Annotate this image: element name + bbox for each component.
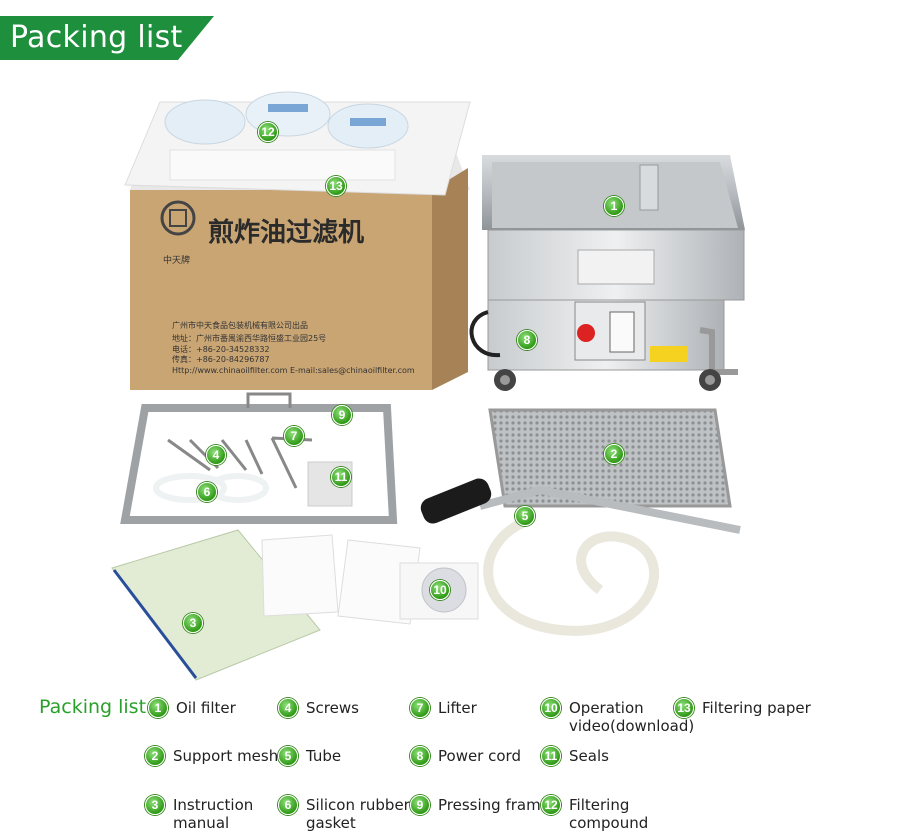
legend-label: Pressing frame: [438, 796, 550, 814]
legend-item: 4 Screws: [278, 698, 359, 718]
pressing-frame: [120, 392, 398, 524]
legend-number: 10: [541, 698, 561, 718]
box-web: Http://www.chinaoilfilter.com: [172, 366, 288, 375]
legend-number: 6: [278, 795, 298, 815]
legend-item: 9 Pressing frame: [410, 795, 550, 815]
legend-item: 10 Operation video(download): [541, 698, 695, 735]
legend-label: Silicon rubber gasket: [306, 796, 410, 832]
header-banner: Packing list: [0, 16, 214, 60]
badge-13: 13: [326, 176, 346, 196]
legend-label: Tube: [306, 747, 342, 765]
product-photo: 中天牌 煎炸油过滤机 广州市中天食品包装机械有限公司出品 地址：广州市番禺渝西华…: [111, 91, 745, 681]
carton-box: [124, 91, 471, 390]
box-brand: 中天牌: [163, 254, 190, 266]
legend-number: 2: [145, 746, 165, 766]
legend-number: 11: [541, 746, 561, 766]
badge-12: 12: [258, 122, 278, 142]
legend-item: 5 Tube: [278, 746, 342, 766]
badge-7: 7: [284, 426, 304, 446]
legend-item: 11 Seals: [541, 746, 609, 766]
legend-label: Operation video(download): [569, 699, 695, 735]
legend-number: 3: [145, 795, 165, 815]
legend-item: 12 Filtering compound: [541, 795, 649, 832]
legend-label: Lifter: [438, 699, 477, 717]
oil-filter-machine: [469, 155, 745, 391]
box-address: 地址：广州市番禺渝西华路恒盛工业园25号: [172, 333, 326, 343]
badge-10: 10: [430, 580, 450, 600]
legend-label: Support mesh: [173, 747, 279, 765]
legend-number: 13: [674, 698, 694, 718]
badge-9: 9: [332, 405, 352, 425]
badge-4: 4: [206, 445, 226, 465]
legend-item: 13 Filtering paper: [674, 698, 811, 718]
tube: [483, 515, 660, 636]
badge-2: 2: [604, 444, 624, 464]
legend-number: 7: [410, 698, 430, 718]
legend-number: 12: [541, 795, 561, 815]
legend-item: 1 Oil filter: [148, 698, 236, 718]
box-email: E-mail:sales@chinaoilfilter.com: [290, 366, 415, 375]
legend-item: 3 Instruction manual: [145, 795, 254, 832]
legend-label: Filtering compound: [569, 796, 649, 832]
box-fax: 传真：+86-20-84296787: [172, 354, 270, 364]
legend-label: Oil filter: [176, 699, 236, 717]
badge-5: 5: [515, 506, 535, 526]
legend-number: 9: [410, 795, 430, 815]
legend-title: Packing list :: [39, 696, 159, 718]
box-maker: 广州市中天食品包装机械有限公司出品: [172, 320, 308, 330]
legend-label: Seals: [569, 747, 609, 765]
legend-label: Instruction manual: [173, 796, 254, 832]
legend-label: Screws: [306, 699, 359, 717]
legend-item: 6 Silicon rubber gasket: [278, 795, 410, 832]
legend-number: 8: [410, 746, 430, 766]
badge-3: 3: [183, 613, 203, 633]
banner-shape: [0, 16, 214, 60]
screws: [167, 436, 313, 489]
box-phone: 电话：+86-20-34528332: [172, 344, 270, 354]
box-product-name: 煎炸油过滤机: [208, 217, 364, 248]
legend-item: 2 Support mesh: [145, 746, 279, 766]
legend-item: 7 Lifter: [410, 698, 477, 718]
legend-label: Filtering paper: [702, 699, 811, 717]
legend-number: 1: [148, 698, 168, 718]
page-title: Packing list: [10, 20, 183, 55]
legend-item: 8 Power cord: [410, 746, 521, 766]
badge-11: 11: [331, 467, 351, 487]
badge-8: 8: [517, 330, 537, 350]
legend-number: 4: [278, 698, 298, 718]
legend-label: Power cord: [438, 747, 521, 765]
badge-1: 1: [604, 196, 624, 216]
legend-number: 5: [278, 746, 298, 766]
badge-6: 6: [197, 482, 217, 502]
